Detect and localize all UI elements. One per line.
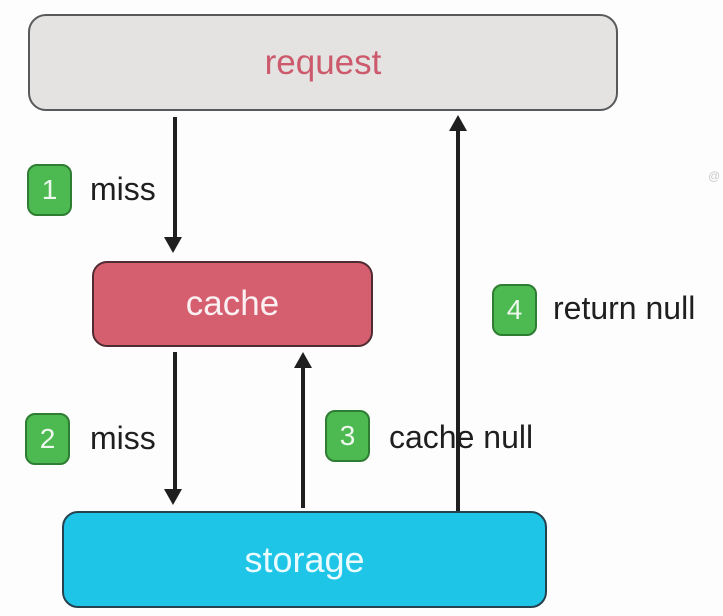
step-badge-1: 1 <box>27 164 72 216</box>
arrow-down-icon <box>164 489 182 505</box>
arrow-up-icon <box>294 352 312 368</box>
arrow-shaft <box>173 352 177 490</box>
node-storage-label: storage <box>244 538 365 580</box>
arrow-shaft <box>301 366 305 508</box>
step-number: 2 <box>39 423 56 454</box>
step-number: 4 <box>506 294 523 325</box>
step-number: 1 <box>41 174 58 205</box>
step-badge-4: 4 <box>492 284 537 336</box>
step-badge-3: 3 <box>325 410 370 462</box>
step-label-3: cache null <box>389 419 534 455</box>
step-number: 3 <box>339 420 356 451</box>
node-cache-label: cache <box>185 284 280 323</box>
node-storage: storage <box>62 511 547 608</box>
arrow-shaft <box>456 129 460 511</box>
node-request-label: request <box>264 42 382 82</box>
step-label-4: return null <box>553 290 696 326</box>
arrow-up-icon <box>449 115 467 131</box>
step-badge-2: 2 <box>25 413 70 465</box>
watermark-glyph: @ <box>708 169 721 183</box>
step-label-2: miss <box>90 420 156 456</box>
node-cache: cache <box>92 261 373 347</box>
step-label-1: miss <box>90 171 156 207</box>
arrow-down-icon <box>164 237 182 253</box>
node-request: request <box>28 14 618 111</box>
arrow-shaft <box>173 117 177 239</box>
